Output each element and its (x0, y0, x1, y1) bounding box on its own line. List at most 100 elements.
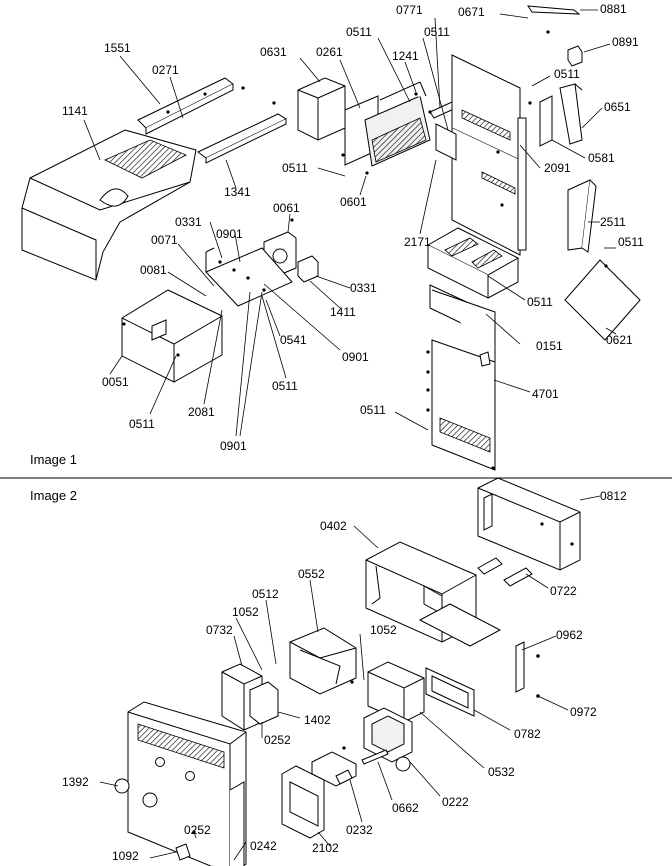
foam-2511 (567, 179, 597, 253)
label-0891: 0891 (612, 35, 639, 49)
label-0722: 0722 (550, 584, 577, 598)
section-label-image2: Image 2 (30, 488, 77, 503)
leaders-image2 (99, 495, 601, 861)
label-1341: 1341 (224, 185, 251, 199)
mechanism-0552 (289, 627, 357, 695)
bracket-plate (205, 247, 293, 307)
label-0252-b: 0252 (184, 823, 211, 837)
label-0552: 0552 (298, 567, 325, 581)
label-0601: 0601 (340, 195, 367, 209)
rail-1341 (197, 101, 288, 164)
label-1241: 1241 (392, 49, 419, 63)
label-1411: 1411 (330, 305, 356, 319)
label-0511-e: 0511 (618, 235, 644, 249)
label-0271: 0271 (152, 63, 179, 77)
ice-bucket-1141 (21, 129, 197, 281)
label-0972: 0972 (570, 705, 597, 719)
leaders-image1 (83, 9, 617, 437)
label-0512: 0512 (252, 587, 279, 601)
cover-0631 (297, 77, 346, 141)
bar-0962 (515, 641, 540, 698)
label-0511-a: 0511 (346, 25, 372, 39)
plate-0881 (527, 5, 581, 34)
knob-1392 (114, 778, 158, 808)
back-panel (428, 54, 521, 256)
label-2171: 2171 (404, 235, 431, 249)
duct-0651 (559, 83, 583, 145)
label-0581: 0581 (588, 151, 615, 165)
label-0901-c: 0901 (220, 439, 247, 453)
label-0331-b: 0331 (350, 281, 377, 295)
section-label-image1: Image 1 (30, 452, 77, 467)
label-0511-c: 0511 (554, 67, 580, 81)
label-0232: 0232 (346, 823, 373, 837)
label-1052-b: 1052 (370, 623, 397, 637)
label-4701: 4701 (532, 387, 559, 401)
label-0511-g: 0511 (129, 417, 155, 431)
solenoid-0222 (342, 707, 413, 772)
bracket-0812 (477, 477, 581, 571)
label-2081: 2081 (188, 405, 215, 419)
switch-1411 (297, 255, 319, 283)
panel-4701 (426, 289, 496, 471)
label-0252-a: 0252 (264, 733, 291, 747)
label-0532: 0532 (488, 765, 515, 779)
label-0061: 0061 (273, 201, 300, 215)
label-0051: 0051 (102, 375, 129, 389)
housing-0051 (121, 289, 223, 383)
label-1392: 1392 (62, 775, 89, 789)
label-0071: 0071 (151, 233, 178, 247)
label-2511: 2511 (600, 215, 626, 229)
image1-parts: 1551 0271 1141 0631 0261 0511 1241 0771 … (21, 2, 644, 471)
label-0511-d: 0511 (282, 161, 308, 175)
rod-0662 (361, 749, 389, 765)
label-0151: 0151 (536, 339, 563, 353)
label-0261: 0261 (316, 45, 343, 59)
label-0331-a: 0331 (175, 215, 202, 229)
part-0621 (564, 259, 641, 341)
housing-0532 (367, 661, 425, 723)
label-0901-b: 0901 (342, 350, 369, 364)
label-0222: 0222 (442, 795, 469, 809)
label-0732: 0732 (206, 623, 233, 637)
label-0081: 0081 (140, 263, 167, 277)
label-0651: 0651 (604, 100, 631, 114)
label-1092: 1092 (112, 849, 139, 863)
label-0771: 0771 (396, 3, 423, 17)
label-0511-f: 0511 (527, 295, 553, 309)
plate-1402 (249, 681, 279, 725)
label-2102: 2102 (312, 841, 339, 855)
labels-image2: 0812 0402 0722 0552 0512 1052 1052 0732 … (62, 489, 627, 863)
tube (517, 117, 527, 251)
block-0891 (567, 45, 583, 67)
label-0782: 0782 (514, 727, 541, 741)
label-0631: 0631 (260, 45, 287, 59)
label-0402: 0402 (320, 519, 347, 533)
label-2091: 2091 (544, 161, 571, 175)
label-0621: 0621 (606, 333, 633, 347)
label-0962: 0962 (556, 628, 583, 642)
labels-image1: 1551 0271 1141 0631 0261 0511 1241 0771 … (62, 2, 644, 453)
clip-1092 (175, 830, 196, 861)
label-0511-b: 0511 (424, 25, 450, 39)
label-0242: 0242 (250, 839, 277, 853)
label-0662: 0662 (392, 801, 419, 815)
front-panel-0242 (127, 701, 247, 866)
label-0511-i: 0511 (360, 403, 386, 417)
frame-0782 (425, 667, 475, 717)
label-1402: 1402 (304, 713, 331, 727)
part-0581 (528, 95, 553, 147)
label-0901-a: 0901 (216, 227, 243, 241)
image2-parts: 0812 0402 0722 0552 0512 1052 1052 0732 … (62, 477, 627, 866)
housing-0402 (365, 541, 502, 647)
label-0671: 0671 (458, 5, 485, 19)
label-0812: 0812 (600, 489, 627, 503)
label-0541: 0541 (280, 333, 307, 347)
frame-2102 (281, 765, 325, 839)
rail-1551 (137, 77, 245, 135)
label-0511-h: 0511 (272, 379, 298, 393)
label-1052-a: 1052 (232, 605, 259, 619)
label-1141: 1141 (62, 104, 88, 118)
icemaker-0601 (341, 81, 431, 175)
